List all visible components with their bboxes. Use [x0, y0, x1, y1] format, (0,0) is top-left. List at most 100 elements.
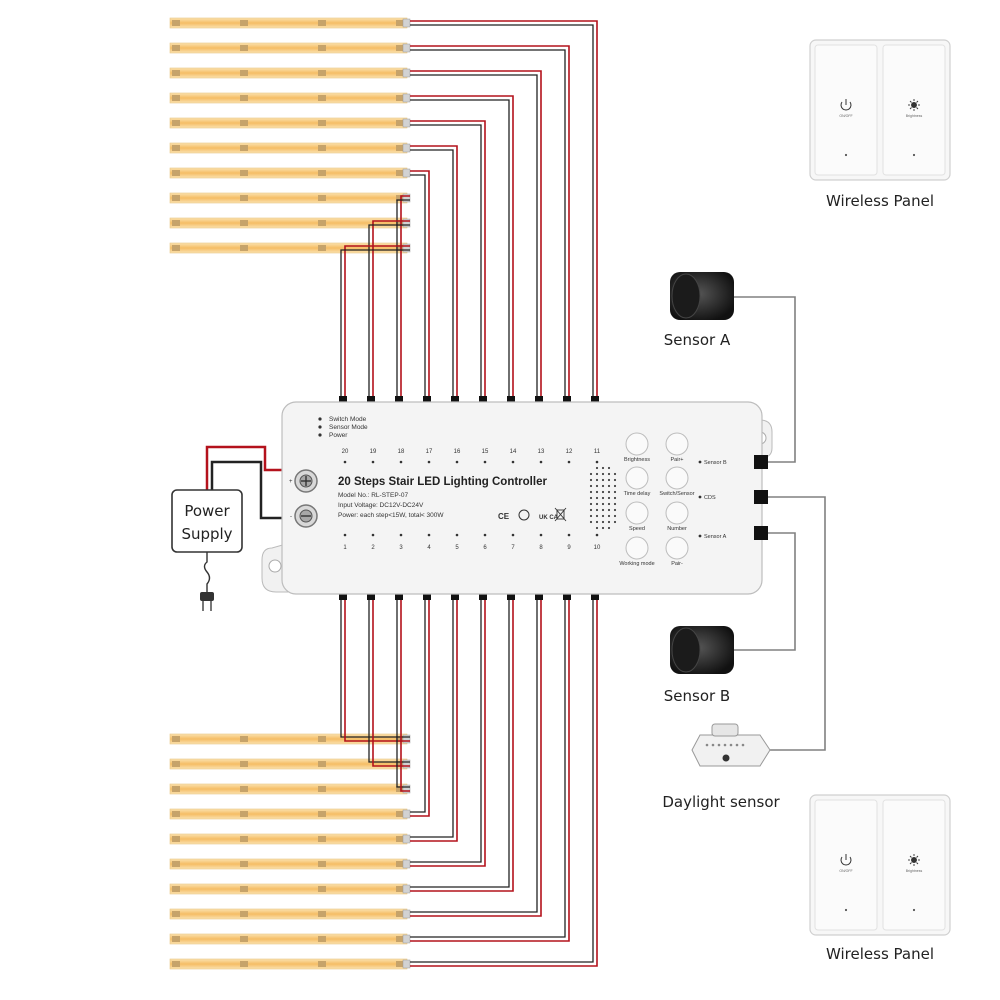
- step-wire-black: [410, 174, 426, 402]
- strip-connector: [402, 93, 411, 103]
- channel-number-bottom: 9: [567, 545, 571, 551]
- step-wire-red: [410, 70, 542, 402]
- button-label: Time delay: [624, 491, 651, 497]
- panel-brightness-label: Brightness: [906, 869, 923, 873]
- sensor-b-label: Sensor B: [664, 687, 730, 705]
- strip-solder-pad: [240, 120, 248, 126]
- channel-led-icon: [539, 533, 543, 537]
- channel-number-bottom: 7: [511, 545, 515, 551]
- button-switch-sensor[interactable]: [665, 466, 689, 490]
- step-wire-red: [410, 145, 458, 402]
- strip-solder-pad: [396, 45, 404, 51]
- led-strip: [169, 858, 411, 870]
- strip-connector: [402, 959, 411, 969]
- strip-solder-pad: [318, 961, 326, 967]
- button-label: Working mode: [619, 561, 654, 567]
- sensor-a-lens: [671, 273, 701, 319]
- button-label: Pair+: [671, 457, 684, 463]
- step-wire-red: [410, 45, 570, 402]
- strip-solder-pad: [172, 811, 180, 817]
- strip-connector: [402, 168, 411, 178]
- strip-solder-pad: [318, 761, 326, 767]
- button-pair[interactable]: [665, 536, 689, 560]
- strip-solder-pad: [172, 220, 180, 226]
- channel-led-icon: [427, 460, 431, 464]
- strip-connector: [402, 859, 411, 869]
- step-wire-black: [410, 149, 454, 402]
- strip-solder-pad: [240, 936, 248, 942]
- strip-solder-pad: [240, 886, 248, 892]
- strip-solder-pad: [396, 961, 404, 967]
- button-pair[interactable]: [665, 432, 689, 456]
- step-wire-black: [368, 224, 410, 402]
- strip-connector: [402, 734, 411, 744]
- channel-connector: [591, 593, 599, 600]
- strip-solder-pad: [240, 195, 248, 201]
- power-wire-positive: [205, 445, 292, 490]
- button-speed[interactable]: [625, 501, 649, 525]
- port-cds[interactable]: [754, 490, 768, 504]
- channel-led-icon: [595, 533, 599, 537]
- step-wire-black: [410, 74, 538, 402]
- channel-number-top: 16: [454, 449, 461, 455]
- port-label-sensor-b: Sensor B: [704, 460, 727, 466]
- controller-power-rating: Power: each step<15W, total< 300W: [338, 512, 444, 519]
- step-wire-red: [344, 594, 410, 742]
- button-working-mode[interactable]: [625, 536, 649, 560]
- strip-solder-pad: [240, 70, 248, 76]
- strip-solder-pad: [172, 120, 180, 126]
- step-wire-red: [410, 594, 570, 942]
- strip-solder-pad: [240, 45, 248, 51]
- panel-indicator-dot: [844, 908, 848, 912]
- mode-led-3: [318, 433, 322, 437]
- power-supply-label-line2: Supply: [181, 525, 232, 543]
- step-wire-black: [396, 199, 410, 402]
- daylight-sensor-wire: [768, 496, 826, 751]
- led-strip: [169, 733, 411, 745]
- strip-solder-pad: [172, 861, 180, 867]
- channel-connector: [395, 593, 403, 600]
- port-sensor-a[interactable]: [754, 526, 768, 540]
- step-wire-red: [372, 594, 410, 767]
- terminal-plus-mark: +: [289, 479, 293, 485]
- channel-number-top: 11: [594, 449, 601, 455]
- wireless-panel-bottom-label: Wireless Panel: [826, 945, 934, 963]
- mains-cable: [203, 552, 211, 592]
- channel-led-icon: [483, 460, 487, 464]
- strip-solder-pad: [172, 195, 180, 201]
- channel-led-icon: [511, 460, 515, 464]
- strip-solder-pad: [240, 245, 248, 251]
- strip-solder-pad: [396, 20, 404, 26]
- step-wire-black: [410, 99, 510, 402]
- channel-connector: [535, 593, 543, 600]
- sensor-b: Sensor B: [664, 626, 734, 705]
- step-wire-red: [410, 594, 486, 867]
- strip-solder-pad: [240, 220, 248, 226]
- power-wires: [205, 445, 292, 520]
- button-number[interactable]: [665, 501, 689, 525]
- strip-solder-pad: [240, 20, 248, 26]
- strip-solder-pad: [172, 761, 180, 767]
- channel-number-top: 19: [370, 449, 377, 455]
- port-led-icon: [698, 534, 702, 538]
- channel-connector: [563, 396, 571, 403]
- terminal-minus-mark: -: [290, 514, 292, 520]
- led-strip: [169, 42, 411, 54]
- step-wire-black: [410, 594, 482, 863]
- step-wire-black: [368, 594, 410, 763]
- controller-input-voltage: Input Voltage: DC12V-DC24V: [338, 502, 424, 509]
- strip-connector: [402, 934, 411, 944]
- button-brightness[interactable]: [625, 432, 649, 456]
- channel-led-icon: [567, 533, 571, 537]
- strip-solder-pad: [396, 861, 404, 867]
- ukca-mark: UK CA: [539, 515, 559, 521]
- strip-connector: [402, 143, 411, 153]
- button-time-delay[interactable]: [625, 466, 649, 490]
- strip-connector: [402, 809, 411, 819]
- step-wire-red: [410, 170, 430, 402]
- strip-solder-pad: [396, 836, 404, 842]
- port-sensor-b[interactable]: [754, 455, 768, 469]
- strip-solder-pad: [240, 736, 248, 742]
- strip-connector: [402, 43, 411, 53]
